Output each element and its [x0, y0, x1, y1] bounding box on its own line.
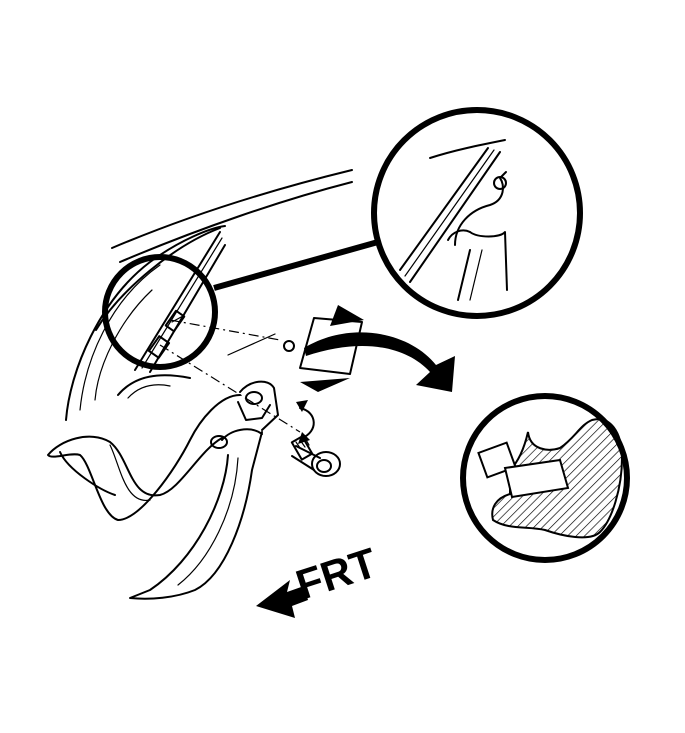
lower-detail-magnifier-circle: [460, 393, 630, 563]
front-direction-arrow-icon: [256, 580, 308, 618]
front-direction-label: FRT: [290, 539, 382, 609]
removal-direction-arrow-icon: [304, 332, 455, 392]
removed-cover-plate: [283, 305, 455, 392]
seat-belt-webbing: [47, 380, 279, 600]
pillar-detail-callout: [102, 239, 379, 370]
front-direction-indicator: FRT: [256, 539, 383, 618]
upper-detail-magnifier-circle: [371, 107, 583, 319]
assembly-guide-lines: [159, 319, 301, 433]
push-pin-fastener-icon: [290, 435, 341, 477]
